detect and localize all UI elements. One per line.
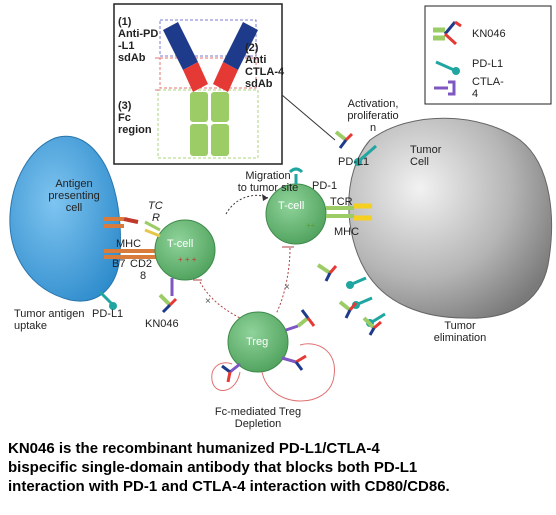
tcr-left-receptor (144, 220, 161, 238)
pdl1-apc-label: PD-L1 (92, 308, 124, 320)
treg-label: Treg (246, 336, 269, 348)
legend-ctla4-icon (434, 80, 456, 96)
pdl1-apc-receptor (98, 290, 117, 310)
svg-text:×: × (284, 282, 290, 293)
inhibition-lines: × × (193, 246, 294, 319)
legend-kn046-icon (433, 20, 462, 46)
kn046-bound-left (158, 278, 178, 314)
pdl1-tumor-receptor (354, 144, 377, 166)
treg-ctla4-kn046 (221, 309, 316, 383)
legend (424, 5, 552, 105)
pd1-receptor (288, 167, 304, 184)
free-kn046-near-tumor (316, 263, 382, 336)
t-cell-left (154, 219, 216, 281)
migration-arrow (225, 194, 269, 215)
mhc-left-receptor (104, 217, 139, 228)
antigen-presenting-cell (9, 135, 121, 302)
depletion-arc-left (211, 362, 241, 391)
treg-cell (227, 311, 289, 373)
tumor-cell (348, 117, 552, 319)
b7-receptor (104, 249, 156, 259)
antibody-structure-inset (113, 3, 336, 165)
caption-line-2: bispecific single-domain antibody that b… (8, 459, 418, 476)
caption-line-1: KN046 is the recombinant humanized PD-L1… (8, 440, 380, 457)
tcr-right-label: TCR (330, 196, 353, 208)
legend-pdl1-icon (435, 60, 460, 75)
kn046-cell-label: KN046 (145, 318, 179, 330)
legend-ctla4-label: CTLA-4 (472, 76, 504, 100)
depletion-arc-right (261, 343, 335, 402)
svg-text:×: × (205, 296, 211, 307)
b7-label: B7 (112, 258, 126, 270)
pd1-label: PD-1 (312, 180, 338, 192)
svg-text:++: ++ (306, 221, 316, 230)
caption-line-3: interaction with PD-1 and CTLA-4 interac… (8, 478, 450, 495)
mhc-left-label: MHC (116, 238, 142, 250)
legend-kn046-label: KN046 (472, 28, 506, 40)
kn046-on-tumor-top (334, 130, 354, 149)
mhc-right-label: MHC (334, 226, 360, 238)
legend-pdl1-label: PD-L1 (472, 58, 504, 70)
t-cell-left-label: T-cell (167, 238, 194, 250)
figure-caption: KN046 is the recombinant humanized PD-L1… (8, 439, 553, 496)
tcr-mhc-right (326, 203, 372, 221)
t-cell-right-label: T-cell (278, 200, 305, 212)
svg-text:+ + +: + + + (178, 255, 197, 264)
pdl1-tumor-label: PD-L1 (338, 156, 370, 168)
